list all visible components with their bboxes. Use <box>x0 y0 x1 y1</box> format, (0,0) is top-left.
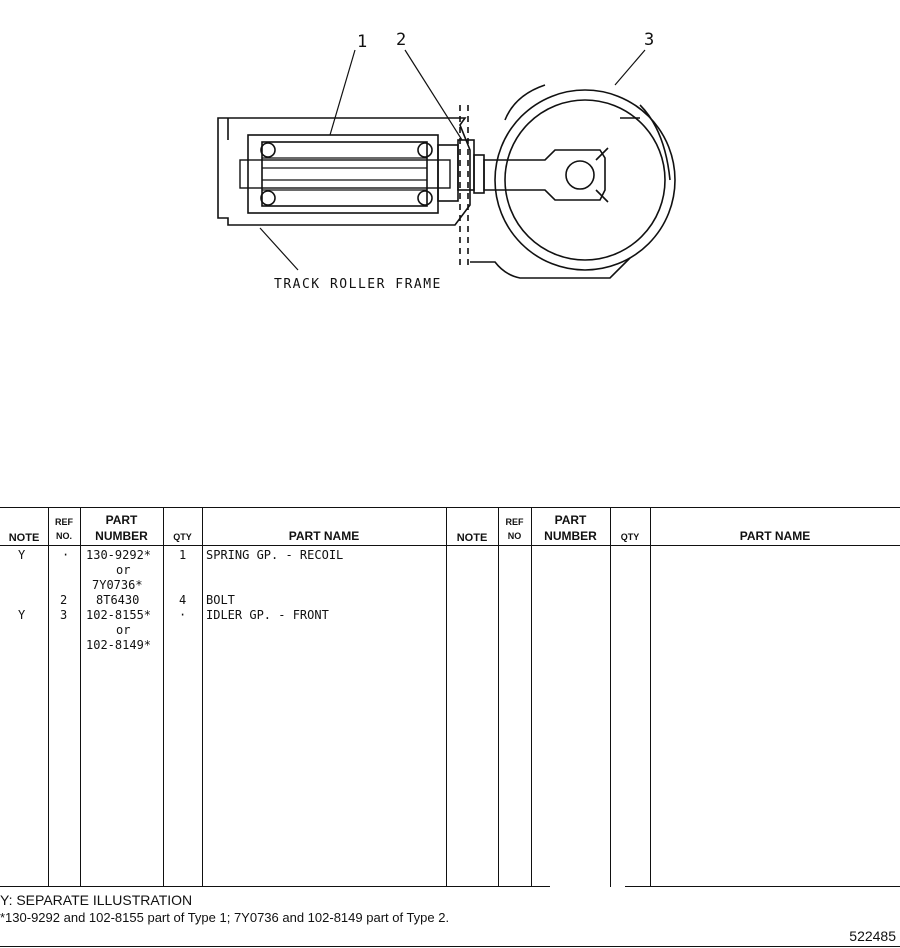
header-ref-no: NO. <box>55 531 72 541</box>
bolt <box>437 144 459 202</box>
row-4-ref: 2 <box>60 593 68 607</box>
callout-3: 3 <box>644 30 654 50</box>
header-ref-right: REF <box>505 517 524 527</box>
row-1-note: Y <box>18 548 26 562</box>
row-2-part-number: or <box>116 563 131 577</box>
row-5-part-number: 102-8155* <box>86 608 152 622</box>
row-1-qty: 1 <box>179 548 187 562</box>
bottom-rule <box>0 946 900 947</box>
header-number-right: NUMBER <box>544 529 597 543</box>
row-1-part-number: 130-9292* <box>86 548 152 562</box>
header-qty: QTY <box>173 532 192 542</box>
row-6-part-number: or <box>116 623 131 637</box>
footnote-legend: Y: SEPARATE ILLUSTRATION <box>0 892 193 908</box>
page-code: 522485 <box>849 928 896 944</box>
row-4-part-name: BOLT <box>206 593 235 607</box>
row-4-part-number: 8T6430 <box>96 593 140 607</box>
row-5-part-name: IDLER GP. - FRONT <box>206 608 329 622</box>
track-roller-frame <box>217 117 471 226</box>
header-part: PART <box>105 513 138 527</box>
footnote-types: *130-9292 and 102-8155 part of Type 1; 7… <box>0 910 450 925</box>
frame-label: TRACK ROLLER FRAME <box>274 277 442 292</box>
callout-1: 1 <box>357 32 367 52</box>
header-ref-no-right: NO <box>507 531 522 541</box>
recoil-spring <box>247 134 439 214</box>
header-note: NOTE <box>8 532 40 544</box>
row-1-ref: · <box>62 548 70 562</box>
row-4-qty: 4 <box>179 593 187 607</box>
parts-illustration: 1 2 3 TRACK ROLLER FRAME <box>217 30 676 292</box>
header-qty-right: QTY <box>620 532 640 542</box>
row-5-ref: 3 <box>60 608 68 622</box>
row-1-part-name: SPRING GP. - RECOIL <box>206 548 344 562</box>
header-note-right: NOTE <box>456 532 488 544</box>
header-part-right: PART <box>554 513 587 527</box>
row-5-qty: · <box>179 608 187 622</box>
header-part-name-right: PART NAME <box>739 529 811 543</box>
row-7-part-number: 102-8149* <box>86 638 152 652</box>
row-3-part-number: 7Y0736* <box>92 578 143 592</box>
front-idler <box>494 89 676 271</box>
header-number: NUMBER <box>95 529 148 543</box>
callout-2: 2 <box>396 30 406 50</box>
idler-yoke <box>483 149 606 201</box>
header-ref: REF <box>55 517 73 527</box>
parts-table: NOTE REF NO. PART NUMBER QTY PART NAME N… <box>0 507 900 887</box>
row-5-note: Y <box>18 608 26 622</box>
header-part-name: PART NAME <box>288 529 360 543</box>
